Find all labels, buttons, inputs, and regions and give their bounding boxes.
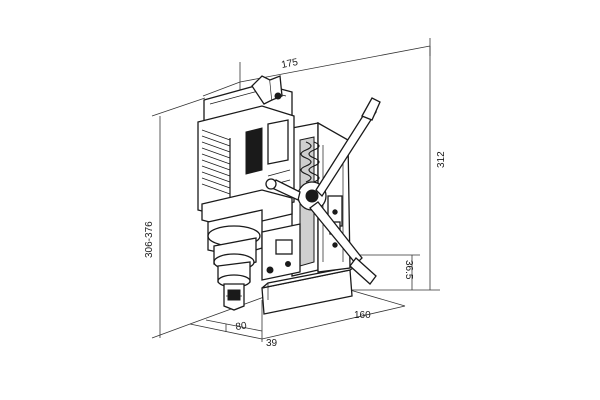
feed-handle	[265, 97, 381, 285]
dim-overall-height: 306-376	[144, 221, 155, 258]
dimension-lines	[151, 38, 440, 342]
dim-base-height: 36.5	[403, 260, 414, 280]
dim-column-height: 312	[436, 151, 447, 168]
dim-base-depth: 160	[354, 310, 371, 321]
dim-spindle-offset: 39	[266, 338, 278, 349]
dim-base-front: 80	[235, 320, 248, 333]
spring	[300, 141, 320, 183]
dimension-labels: 175 306-376 312 36.5 80 39 160	[144, 57, 447, 349]
motor	[197, 83, 295, 229]
carry-handle	[251, 75, 283, 105]
dim-top-width: 175	[280, 57, 299, 71]
spindle-assembly	[207, 209, 263, 311]
lower-bracket	[261, 223, 301, 281]
cooling-fins	[201, 129, 231, 195]
